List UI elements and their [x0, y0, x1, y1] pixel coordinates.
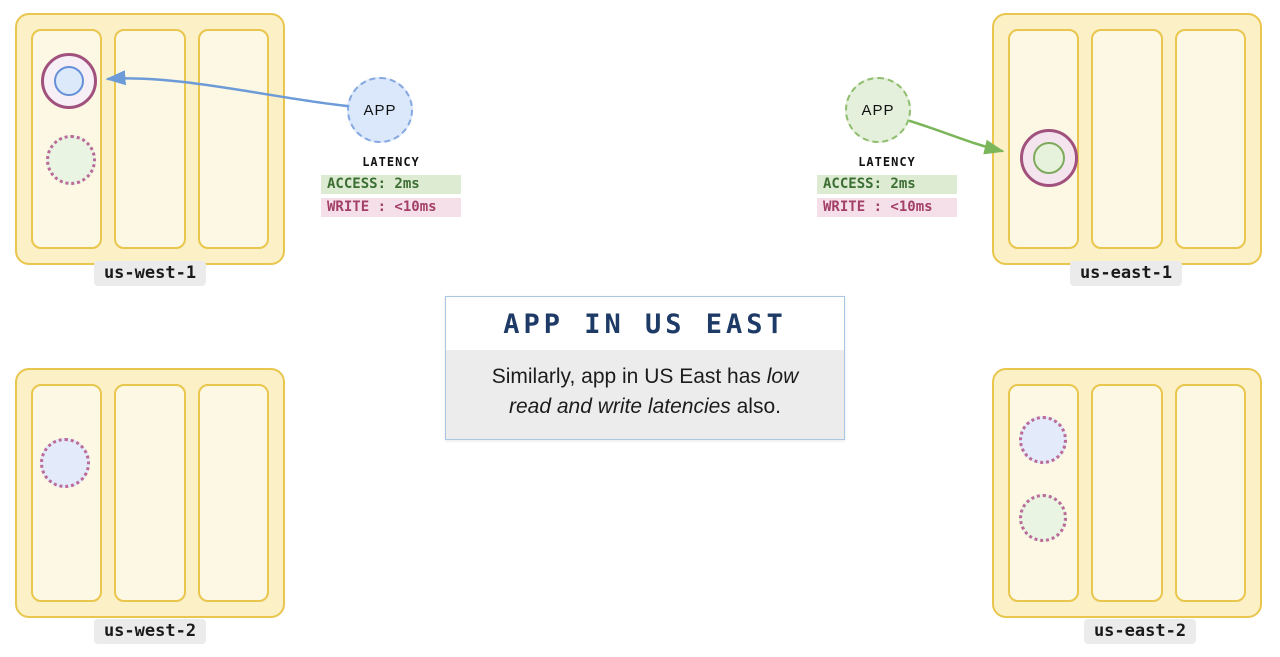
node-column [1091, 384, 1163, 602]
node-column [1174, 29, 1246, 249]
inactive-replica-node-icon [46, 135, 96, 185]
region-label-us-west-2: us-west-2 [93, 619, 207, 644]
node-column [1091, 29, 1163, 249]
info-card: APP IN US EAST Similarly, app in US East… [445, 296, 845, 440]
node-column [114, 29, 186, 249]
latency-panel-east: LATENCY ACCESS: 2ms WRITE : <10ms [817, 155, 957, 221]
app-node-east: APP [845, 77, 911, 143]
latency-title: LATENCY [858, 155, 916, 169]
inactive-replica-node-icon [40, 438, 90, 488]
region-label-us-east-2: us-east-2 [1083, 619, 1197, 644]
node-column [31, 384, 103, 602]
app-node-west: APP [347, 77, 413, 143]
replica-core-blue-icon [54, 66, 84, 96]
info-card-body-text: Similarly, app in US East has [491, 365, 767, 388]
node-column [114, 384, 186, 602]
app-label: APP [861, 101, 895, 119]
latency-access-row: ACCESS: 2ms [321, 175, 461, 194]
app-label: APP [363, 101, 397, 119]
info-card-body: Similarly, app in US East has low read a… [446, 350, 844, 439]
region-label-us-west-1: us-west-1 [93, 261, 207, 286]
region-us-east-2 [992, 368, 1262, 618]
arrow-app-to-us-east-1 [908, 119, 1005, 155]
inactive-replica-node-icon [1019, 494, 1067, 542]
active-replica-node-icon [41, 53, 97, 109]
inactive-replica-node-icon [1019, 416, 1067, 464]
node-column [1174, 384, 1246, 602]
region-us-east-1 [992, 13, 1262, 265]
replica-core-green-icon [1033, 142, 1065, 174]
latency-access-row: ACCESS: 2ms [817, 175, 957, 194]
latency-write-row: WRITE : <10ms [321, 198, 461, 217]
node-column [197, 29, 269, 249]
region-us-west-2 [15, 368, 285, 618]
latency-write-row: WRITE : <10ms [817, 198, 957, 217]
region-us-west-1 [15, 13, 285, 265]
node-column [197, 384, 269, 602]
info-card-body-italic: low read and write latencies [509, 365, 799, 419]
info-card-body-text: also. [730, 395, 781, 419]
active-replica-node-icon [1020, 129, 1078, 187]
region-label-us-east-1: us-east-1 [1069, 261, 1183, 286]
info-card-title: APP IN US EAST [446, 297, 844, 350]
latency-title: LATENCY [362, 155, 420, 169]
latency-panel-west: LATENCY ACCESS: 2ms WRITE : <10ms [321, 155, 461, 221]
